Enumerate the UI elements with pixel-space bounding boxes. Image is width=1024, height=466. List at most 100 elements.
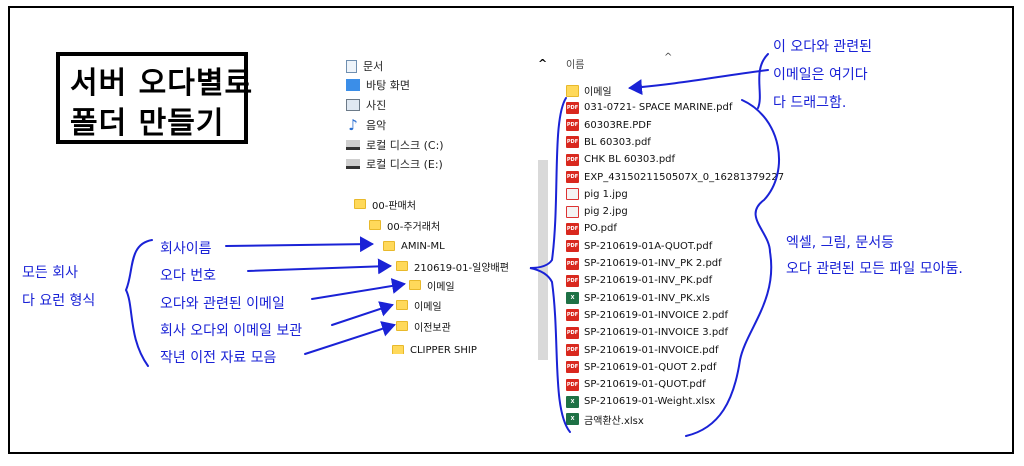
brace-file-list [685,99,780,437]
tree-folder-clipper[interactable]: CLIPPER SHIP [392,345,477,354]
nav-item-drive-c[interactable]: 로컬 디스크 (C:) [346,136,444,154]
file-list-item[interactable]: PDF SP-210619-01-INVOICE.pdf [566,342,719,359]
nav-item-label: 문서 [363,60,384,73]
drive-icon [346,159,360,169]
file-name: pig 1.jpg [584,188,628,200]
pdf-file-icon: PDF [566,119,579,132]
title-box: 서버 오다별로 폴더 만들기 [56,52,252,144]
annotation-email-note-3: 다 드래그함. [773,95,847,111]
tree-folder-order[interactable]: 210619-01-일양배편 [396,258,509,274]
tree-folder-sellers[interactable]: 00-판매처 [354,196,416,212]
folder-label: CLIPPER SHIP [410,345,477,354]
folder-icon [396,300,408,310]
vertical-scrollbar[interactable] [538,160,548,360]
file-list-item[interactable]: PDF 60303RE.PDF [566,117,652,134]
file-list-item[interactable]: pig 1.jpg [566,186,628,203]
pdf-file-icon: PDF [566,309,579,322]
nav-item-desktop[interactable]: 바탕 화면 [346,76,410,94]
folder-label: 00-판매처 [372,200,416,212]
file-name: SP-210619-01-INVOICE.pdf [584,344,719,356]
pdf-file-icon: PDF [566,344,579,356]
folder-label: 이메일 [427,281,455,293]
arrow-to-archive [304,321,396,355]
annotation-previous-year-archive: 작년 이전 자료 모음 [160,350,277,366]
file-name: SP-210619-01-INV_PK.pdf [584,275,713,287]
file-name: BL 60303.pdf [584,136,651,148]
folder-icon [383,241,395,251]
annotation-company-name: 회사이름 [160,241,212,257]
annotation-order-email: 오다와 관련된 이메일 [160,296,285,312]
folder-icon [369,220,381,230]
brace-company-labels [124,239,153,367]
file-list-item[interactable]: pig 2.jpg [566,203,628,220]
file-list-item[interactable]: PDF SP-210619-01-INVOICE 2.pdf [566,307,728,324]
file-name: SP-210619-01-INV_PK 2.pdf [584,258,722,269]
file-name: PO.pdf [584,223,617,235]
pdf-file-icon: PDF [566,153,579,166]
file-name: 이메일 [584,87,612,98]
pdf-file-icon: PDF [566,274,579,287]
annotation-email-note-2: 이메일은 여기다 [773,67,868,83]
file-name: CHK BL 60303.pdf [584,154,676,166]
pdf-file-icon: PDF [566,101,579,114]
file-list-item[interactable]: PDF 031-0721- SPACE MARINE.pdf [566,99,732,116]
title-line-1: 서버 오다별로 [70,66,254,101]
file-name: SP-210619-01-INVOICE 2.pdf [584,309,729,321]
nav-item-label: 사진 [366,99,387,112]
annotation-files-note-2: 오다 관련된 모든 파일 모아둠. [786,261,963,277]
file-name: 금액환산.xlsx [584,415,644,427]
file-name: pig 2.jpg [584,206,628,218]
file-list-item[interactable]: PDF CHK BL 60303.pdf [566,151,675,168]
tree-folder-archive[interactable]: 이전보관 [396,318,451,334]
nav-item-music[interactable]: ♪ 음악 [346,116,386,134]
nav-item-pictures[interactable]: 사진 [346,96,386,114]
file-name: 031-0721- SPACE MARINE.pdf [584,102,733,114]
title-line-2: 폴더 만들기 [70,106,225,141]
arrow-to-email-folder [628,69,769,96]
pdf-file-icon: PDF [566,136,579,149]
folder-icon [566,84,579,97]
outer-frame [8,6,1014,454]
file-list-item[interactable]: PDF BL 60303.pdf [566,134,651,151]
tree-folder-company[interactable]: AMIN-ML [383,238,445,254]
nav-item-drive-e[interactable]: 로컬 디스크 (E:) [346,155,443,173]
tree-folder-main-clients[interactable]: 00-주거래처 [369,217,440,233]
annotation-format-note-1: 모든 회사 [22,265,78,281]
pdf-file-icon: PDF [566,240,579,253]
column-header-name[interactable]: 이름 [566,60,585,71]
annotation-files-note-1: 엑셀, 그림, 문서등 [786,235,894,251]
sort-caret-icon[interactable]: ^ [664,52,673,63]
annotation-order-number: 오다 번호 [160,268,216,284]
file-list-item[interactable]: 이메일 [566,82,612,99]
folder-label: 00-주거래처 [387,221,441,233]
arrow-to-order-email [311,278,406,300]
file-list-item[interactable]: PDF PO.pdf [566,220,617,237]
folder-label: 이전보관 [414,322,451,334]
file-name: 60303RE.PDF [584,119,652,131]
pdf-file-icon: PDF [566,222,579,235]
arrow-to-company-email [331,301,394,326]
excel-file-icon: X [566,395,579,408]
pdf-file-icon: PDF [566,378,579,391]
file-list-item[interactable]: PDF SP-210619-01-INV_PK.pdf [566,272,712,289]
nav-item-documents[interactable]: 문서 [346,57,383,75]
tree-folder-company-email[interactable]: 이메일 [396,297,442,313]
drive-icon [346,140,360,150]
nav-item-label: 음악 [366,119,387,132]
nav-collapse-caret[interactable]: ^ [538,57,548,70]
image-file-icon [566,205,579,218]
folder-icon [396,261,408,271]
folder-icon [396,321,408,331]
music-icon: ♪ [348,116,358,134]
tree-folder-order-email[interactable]: 이메일 [409,277,455,293]
